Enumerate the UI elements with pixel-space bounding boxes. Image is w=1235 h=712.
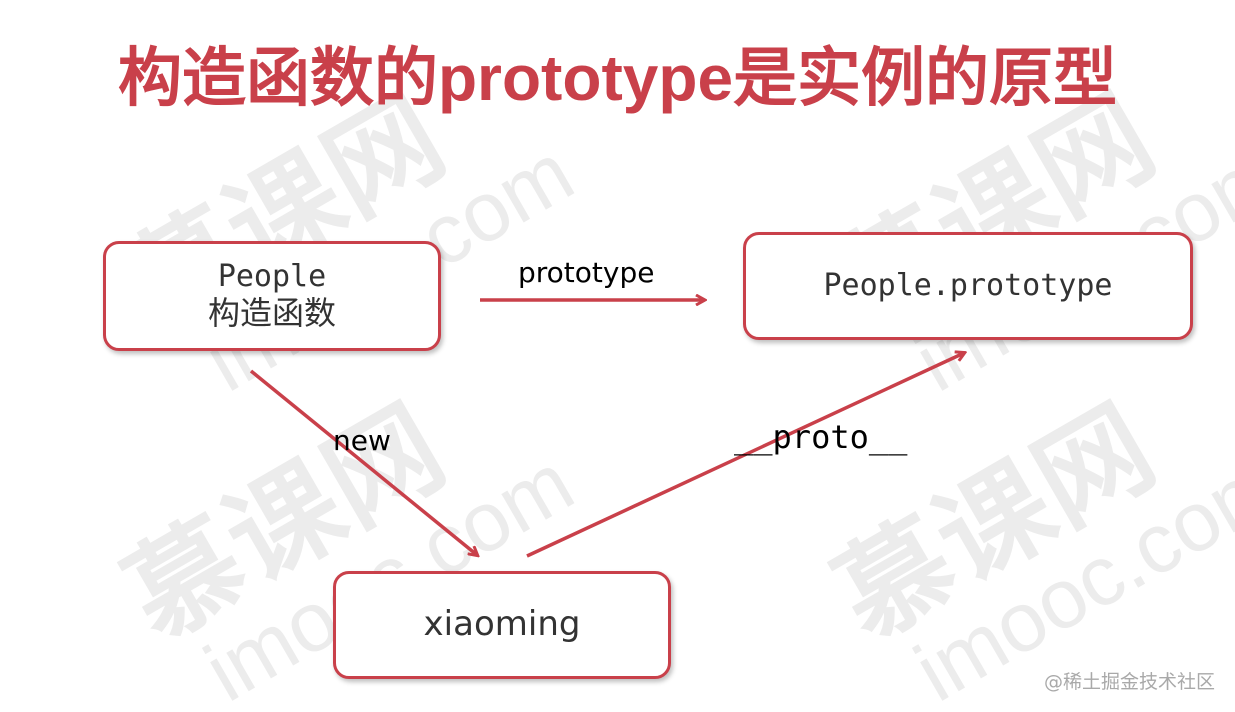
proto-arrow (526, 353, 964, 558)
people-prototype-node: People.prototype (743, 232, 1193, 340)
footer-watermark: @稀土掘金技术社区 (1043, 671, 1215, 693)
slide-title: 构造函数的prototype是实例的原型 (117, 42, 1118, 114)
new-edge-label: new (333, 424, 391, 457)
people-prototype-label: People.prototype (823, 267, 1113, 303)
people-constructor-node: People 构造函数 (103, 241, 441, 351)
xiaoming-instance-node: xiaoming (333, 571, 671, 679)
proto-edge-label: __proto__ (734, 418, 908, 456)
prototype-edge-label: prototype (518, 256, 655, 289)
constructor-label: 构造函数 (207, 294, 336, 333)
people-label: People (217, 258, 327, 294)
xiaoming-label: xiaoming (423, 604, 581, 645)
new-arrow (249, 369, 477, 555)
